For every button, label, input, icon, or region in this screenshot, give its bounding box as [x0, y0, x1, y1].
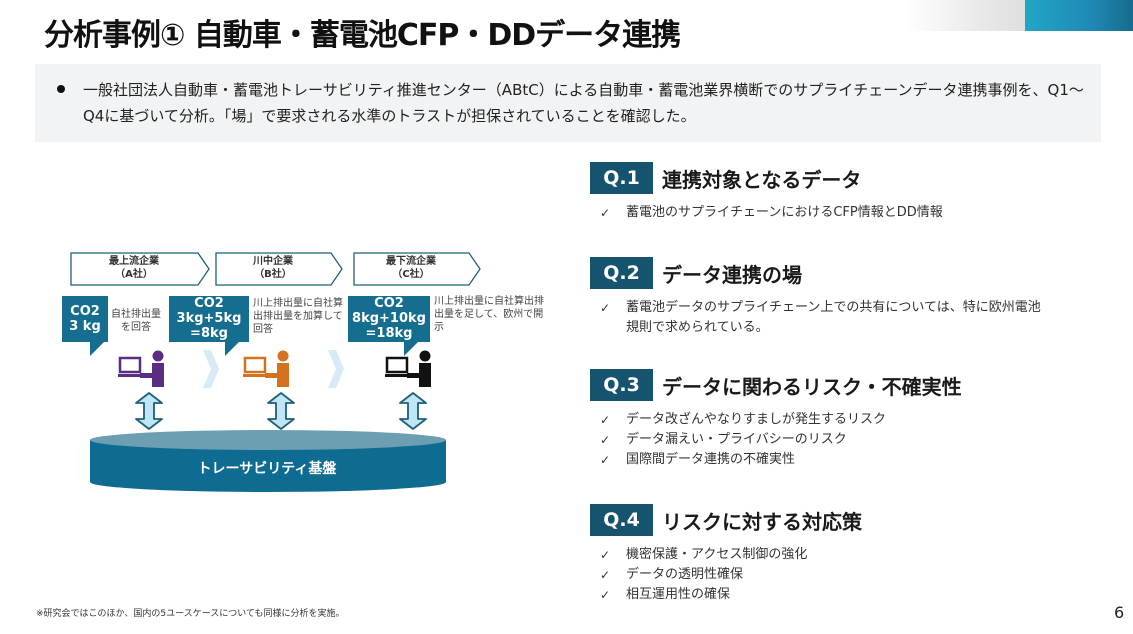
list-item: ✓機密保護・アクセス制御の強化 — [600, 545, 807, 565]
platform-label: トレーサビリティ基盤 — [197, 461, 337, 477]
co2-label: CO2 — [374, 296, 404, 311]
check-icon: ✓ — [600, 433, 611, 447]
check-icon: ✓ — [600, 588, 611, 602]
flow-chevron-icon — [203, 350, 219, 388]
company-name: 最下流企業 — [386, 256, 436, 267]
co2-total: =8kg — [190, 326, 228, 341]
cylinder-shape — [90, 430, 446, 492]
question-badge: Q.1 — [590, 162, 653, 194]
question-badge: Q.3 — [590, 369, 653, 401]
summary-box: 一般社団法人自動車・蓄電池トレーサビリティ推進センター（ABtC）による自動車・… — [35, 64, 1101, 142]
co2-total: =18kg — [365, 326, 413, 341]
company-a-header: 最上流企業 （A社） — [70, 252, 210, 286]
person-laptop-icon-b — [243, 350, 289, 387]
summary-text: 一般社団法人自動車・蓄電池トレーサビリティ推進センター（ABtC）による自動車・… — [83, 81, 1084, 125]
list-item: ✓蓄電池のサプライチェーンにおけるCFP情報とDD情報 — [600, 203, 943, 223]
check-icon: ✓ — [600, 453, 611, 467]
company-sub: （C社） — [392, 269, 430, 280]
header-decoration-grey — [905, 0, 1030, 31]
list-item: ✓蓄電池データのサプライチェーン上での共有については、特に欧州電池規則で求められ… — [600, 300, 1041, 335]
bidirectional-arrow-icon — [135, 392, 163, 430]
check-icon: ✓ — [600, 206, 611, 220]
question-badge: Q.4 — [590, 504, 653, 536]
chevron-banner-shape — [70, 252, 210, 286]
question-title: データ連携の場 — [662, 263, 802, 287]
co2-value: 3kg+5kg — [176, 311, 242, 326]
chevron-banner-shape — [353, 252, 481, 286]
flow-chevron-icon — [328, 350, 344, 388]
company-a-note: 自社排出量を回答 — [111, 309, 161, 333]
question-title: 連携対象となるデータ — [662, 168, 862, 192]
co2-value: 3 kg — [69, 319, 101, 334]
page-title: 分析事例① 自動車・蓄電池CFP・DDデータ連携 — [44, 18, 681, 53]
question-title: リスクに対する対応策 — [662, 510, 862, 534]
check-icon: ✓ — [600, 568, 611, 582]
co2-label: CO2 — [70, 304, 100, 319]
co2-bubble-b: CO2 3kg+5kg =8kg — [169, 296, 249, 356]
traceability-platform: トレーサビリティ基盤 — [88, 428, 448, 498]
question-title: データに関わるリスク・不確実性 — [662, 375, 962, 399]
person-laptop-icon-c — [385, 350, 431, 387]
header-decoration-blue — [1025, 0, 1133, 31]
footnote: ※研究会ではこのほか、国内の5ユースケースについても同様に分析を実施。 — [36, 609, 345, 619]
company-b-note: 川上排出量に自社算出排出量を加算して回答 — [253, 298, 343, 335]
company-name: 最上流企業 — [109, 256, 159, 267]
list-item: ✓データの透明性確保 — [600, 565, 807, 585]
co2-bubble-a: CO2 3 kg — [62, 296, 108, 356]
chevron-banner-shape — [215, 252, 343, 286]
list-item: ✓データ改ざんやなりすましが発生するリスク — [600, 410, 886, 430]
company-name: 川中企業 — [253, 256, 293, 267]
co2-label: CO2 — [194, 296, 224, 311]
bidirectional-arrow-icon — [267, 392, 295, 430]
question-badge: Q.2 — [590, 257, 653, 289]
bidirectional-arrow-icon — [399, 392, 427, 430]
company-c-header: 最下流企業 （C社） — [353, 252, 481, 286]
check-icon: ✓ — [600, 548, 611, 562]
check-icon: ✓ — [600, 413, 611, 427]
list-item: ✓国際間データ連携の不確実性 — [600, 450, 886, 470]
co2-bubble-c: CO2 8kg+10kg =18kg — [348, 296, 430, 356]
company-b-header: 川中企業 （B社） — [215, 252, 343, 286]
check-icon: ✓ — [600, 301, 611, 315]
list-item: ✓データ漏えい・プライバシーのリスク — [600, 430, 886, 450]
person-laptop-icon-a — [118, 350, 164, 387]
bullet-icon — [57, 85, 65, 93]
company-sub: （B社） — [254, 269, 292, 280]
list-item: ✓相互運用性の確保 — [600, 585, 807, 605]
co2-value: 8kg+10kg — [352, 311, 426, 326]
company-c-note: 川上排出量に自社算出排出量を足して、欧州で開示 — [434, 296, 544, 333]
company-sub: （A社） — [115, 269, 153, 280]
page-number: 6 — [1114, 603, 1125, 622]
